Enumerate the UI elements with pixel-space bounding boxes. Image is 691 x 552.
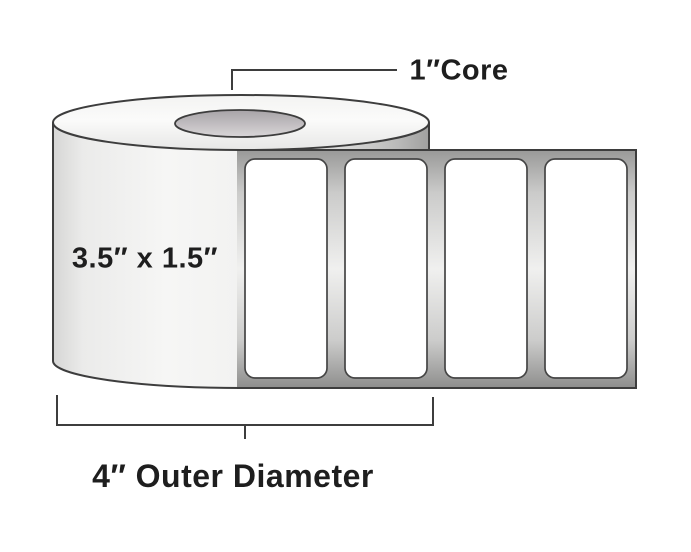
roll-core bbox=[174, 109, 306, 138]
outer-diameter-label: 4″ Outer Diameter bbox=[92, 458, 374, 494]
label-rect bbox=[544, 158, 628, 379]
label-strip-liner bbox=[237, 150, 636, 388]
label-rect bbox=[244, 158, 328, 379]
label-size-text: 3.5″ x 1.5″ bbox=[71, 242, 219, 275]
core-size-label: 1″Core bbox=[409, 54, 509, 87]
label-rect bbox=[444, 158, 528, 379]
core-callout-line bbox=[231, 69, 397, 90]
label-rect bbox=[344, 158, 428, 379]
label-strip-outline bbox=[237, 149, 637, 389]
outer-diameter-bracket bbox=[56, 395, 434, 439]
